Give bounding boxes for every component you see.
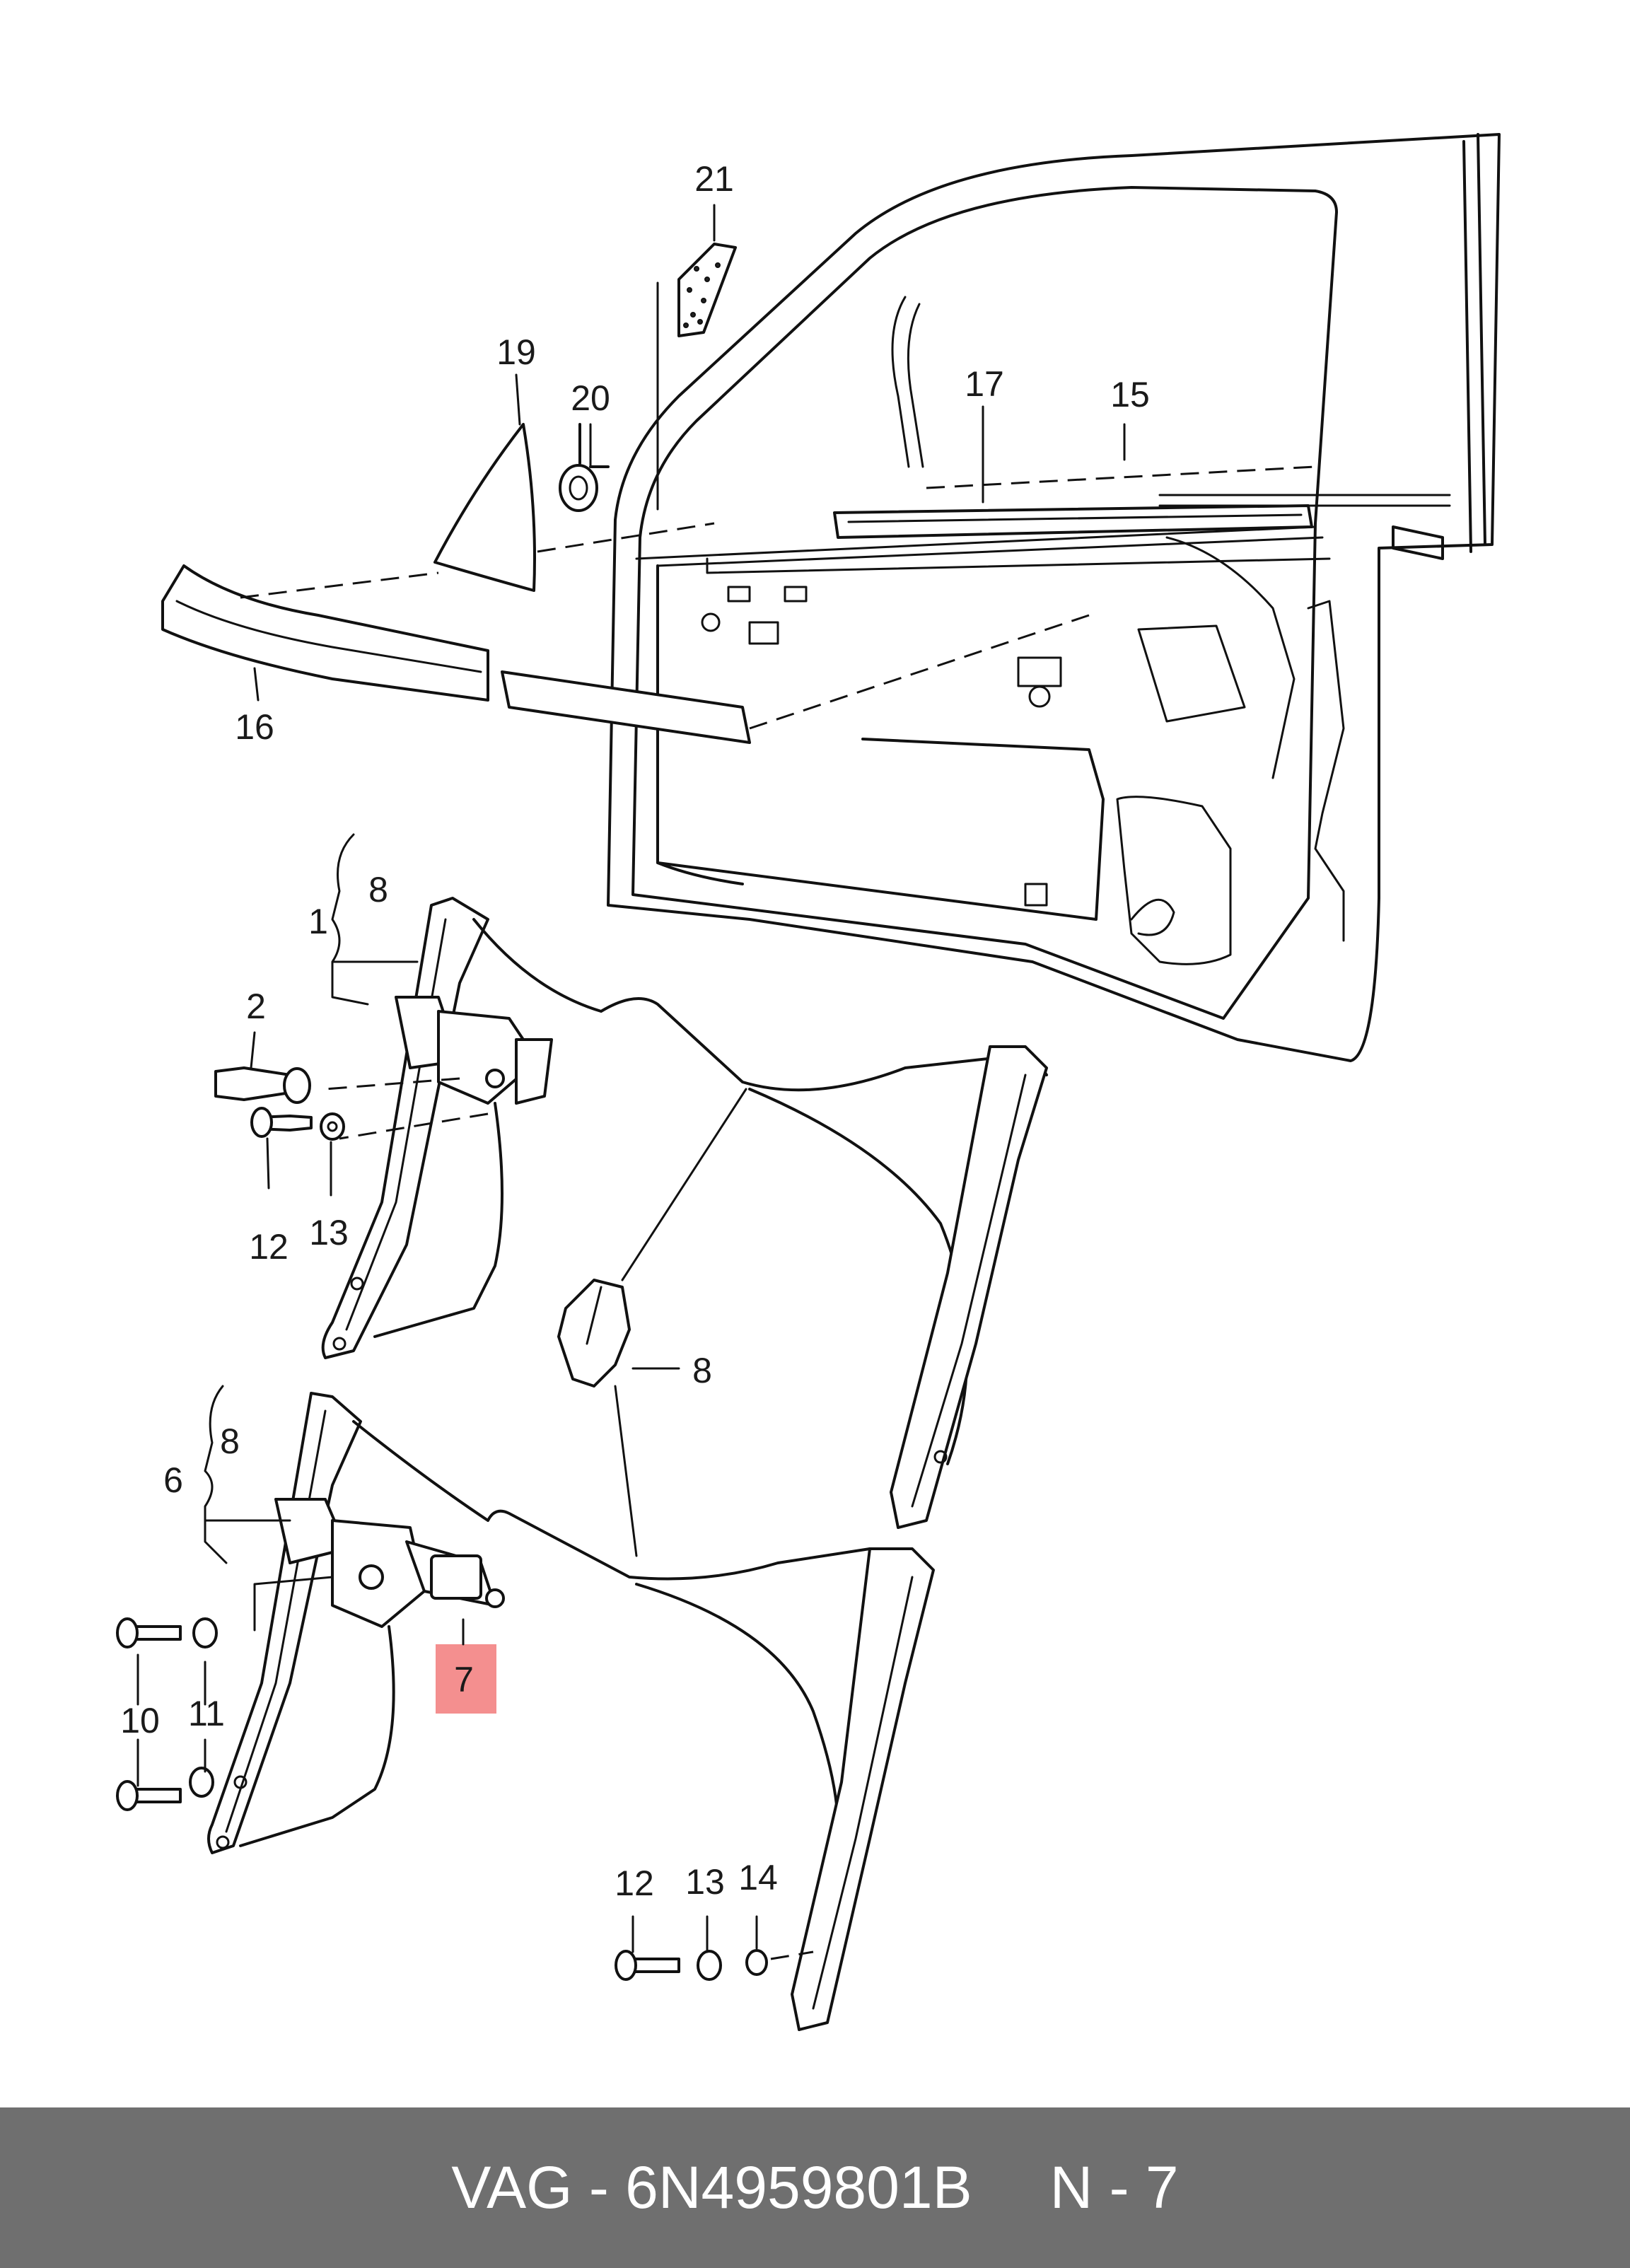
callout-12-lower: 12 [615, 1863, 654, 1903]
window-regulator-lower [207, 1392, 935, 2031]
callout-13-lower: 13 [685, 1862, 725, 1902]
callout-19: 19 [496, 332, 536, 372]
callout-11: 11 [188, 1694, 225, 1733]
callout-10: 10 [120, 1701, 160, 1740]
callout-7: 7 [454, 1660, 474, 1699]
callout-2: 2 [246, 987, 266, 1026]
callout-8-lower: 8 [220, 1421, 240, 1461]
door-shell [607, 133, 1501, 1062]
leader-lines [136, 204, 1126, 1953]
highlighted-part-marker [436, 1644, 496, 1714]
callout-12-upper: 12 [249, 1227, 289, 1267]
sill-strip-16 [161, 564, 1090, 744]
callout-8-upper: 8 [368, 870, 388, 909]
callout-13-upper: 13 [309, 1213, 349, 1252]
callout-16: 16 [235, 707, 274, 747]
callout-20: 20 [571, 378, 610, 418]
page-reference: N - 7 [1049, 2154, 1179, 2221]
trim-panel-19 [433, 423, 715, 592]
brand-part-number: VAG - 6N4959801B [451, 2154, 972, 2221]
callout-21: 21 [694, 159, 734, 199]
window-regulator-upper [321, 897, 1048, 1529]
part-number-footer: VAG - 6N4959801B N - 7 [0, 2107, 1630, 2268]
exploded-parts-drawing: 21 19 20 17 15 16 8 1 2 12 13 8 8 6 7 10… [116, 133, 1501, 2031]
callout-14: 14 [738, 1858, 778, 1897]
callout-8-clip: 8 [692, 1351, 712, 1390]
cable-clip-8 [557, 1088, 747, 1557]
callout-6: 6 [163, 1460, 183, 1500]
callout-15: 15 [1110, 375, 1150, 414]
fasteners [116, 1066, 814, 1981]
foam-pad-21 [656, 243, 737, 511]
window-channel-17 [833, 504, 1313, 539]
clip-20 [559, 423, 610, 512]
callout-1: 1 [308, 902, 328, 941]
callout-17: 17 [965, 364, 1004, 404]
callout-labels: 21 19 20 17 15 16 8 1 2 12 13 8 8 6 7 10… [120, 159, 1150, 1903]
